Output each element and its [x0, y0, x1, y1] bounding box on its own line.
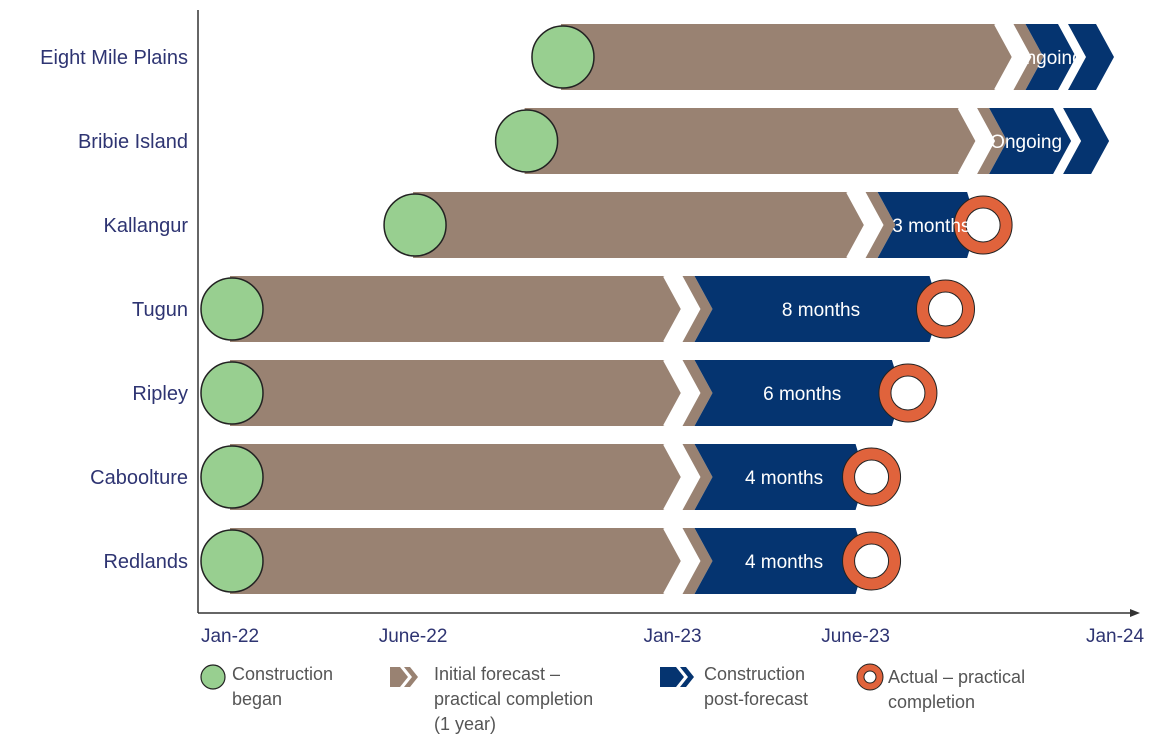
- site-label-kallangur: Kallangur: [103, 215, 188, 237]
- gap-chevron-redlands: [663, 527, 685, 595]
- initial-forecast-chevron-tugun: [682, 276, 713, 342]
- x-tick-label-jan-22: Jan-22: [201, 626, 259, 647]
- post-forecast-chevron-eight-mile-plains: [1068, 24, 1114, 90]
- post-forecast-label-eight-mile-plains: Ongoing: [1011, 48, 1083, 69]
- x-tick-label-june-22: June-22: [379, 626, 448, 647]
- initial-forecast-bar-tugun: [230, 276, 683, 342]
- x-tick-label-jan-23: Jan-23: [643, 626, 701, 647]
- post-forecast-bar-ripley: [694, 360, 902, 426]
- post-forecast-bar-kallangur: [877, 192, 978, 258]
- initial-forecast-chevron-caboolture: [682, 444, 713, 510]
- legend-label-initial-forecast-line-3: (1 year): [434, 714, 496, 734]
- legend-item-actual-completion: Actual – practical completion: [856, 663, 1025, 712]
- post-forecast-bar-bribie-island: [989, 108, 1072, 174]
- actual-completion-ring-hole-kallangur: [965, 207, 1001, 243]
- construction-began-circle-kallangur: [383, 193, 447, 257]
- legend-label-initial-forecast-line-1: Initial forecast –: [434, 664, 560, 684]
- actual-completion-ring-hole-caboolture: [854, 459, 890, 495]
- x-axis-arrowhead: [1130, 609, 1140, 617]
- site-label-caboolture: Caboolture: [90, 467, 188, 489]
- post-forecast-bar-caboolture: [694, 444, 866, 510]
- legend-label-construction-began-line-1: Construction: [232, 664, 333, 684]
- post-forecast-label-tugun: 8 months: [782, 300, 860, 321]
- post-forecast-label-kallangur: 3 months: [892, 216, 970, 237]
- initial-forecast-bar-caboolture: [230, 444, 683, 510]
- gap-chevron-tugun: [663, 275, 685, 343]
- initial-forecast-chevron-eight-mile-plains: [1013, 24, 1044, 90]
- construction-began-circle-redlands: [200, 529, 264, 593]
- legend-label-construction-began-line-2: began: [232, 689, 282, 709]
- post-forecast-chevron-bribie-island: [1063, 108, 1110, 174]
- construction-began-circle-tugun: [200, 277, 264, 341]
- post-forecast-bar-tugun: [694, 276, 940, 342]
- brown-chevron-icon-tail: [404, 667, 418, 687]
- gap-chevron-eight-mile-plains: [994, 23, 1016, 91]
- post-forecast-label-ripley: 6 months: [763, 384, 841, 405]
- actual-completion-ring-hole-tugun: [928, 291, 964, 327]
- actual-completion-ring-hole-redlands: [854, 543, 890, 579]
- gap-chevron-ripley: [663, 359, 685, 427]
- post-forecast-bar-eight-mile-plains: [1025, 24, 1076, 90]
- legend-item-post-forecast: Construction post-forecast: [660, 664, 808, 709]
- gap-chevron-caboolture: [663, 443, 685, 511]
- initial-forecast-bar-ripley: [230, 360, 683, 426]
- construction-began-circle-eight-mile-plains: [531, 25, 595, 89]
- site-label-bribie-island: Bribie Island: [78, 131, 188, 153]
- initial-forecast-chevron-bribie-island: [977, 108, 1008, 174]
- site-label-eight-mile-plains: Eight Mile Plains: [40, 47, 188, 69]
- legend-label-actual-completion-line-1: Actual – practical: [888, 667, 1025, 687]
- x-tick-label-june-23: June-23: [821, 626, 890, 647]
- initial-forecast-chevron-redlands: [682, 528, 713, 594]
- legend-item-initial-forecast: Initial forecast – practical completion (1…: [390, 664, 593, 734]
- post-forecast-label-caboolture: 4 months: [745, 468, 823, 489]
- brown-chevron-icon: [390, 667, 408, 687]
- site-label-redlands: Redlands: [103, 551, 188, 573]
- gap-chevron-kallangur: [846, 191, 868, 259]
- initial-forecast-chevron-kallangur: [865, 192, 896, 258]
- legend-label-post-forecast-line-2: post-forecast: [704, 689, 808, 709]
- orange-ring-icon-hole: [863, 670, 877, 684]
- legend-label-initial-forecast-line-2: practical completion: [434, 689, 593, 709]
- legend-item-construction-began: Construction began: [200, 664, 333, 709]
- actual-completion-ring-hole-ripley: [890, 375, 926, 411]
- post-forecast-label-redlands: 4 months: [745, 552, 823, 573]
- site-label-tugun: Tugun: [132, 299, 188, 321]
- green-circle-icon: [200, 664, 226, 690]
- construction-began-circle-caboolture: [200, 445, 264, 509]
- construction-began-circle-ripley: [200, 361, 264, 425]
- post-forecast-label-bribie-island: Ongoing: [990, 132, 1062, 153]
- post-forecast-bar-redlands: [694, 528, 866, 594]
- initial-forecast-bar-kallangur: [413, 192, 866, 258]
- construction-began-circle-bribie-island: [494, 109, 559, 173]
- initial-forecast-bar-bribie-island: [524, 108, 978, 174]
- blue-chevron-icon: [660, 667, 684, 687]
- gap-chevron-bribie-island: [957, 107, 979, 175]
- blue-chevron-icon-tail: [680, 667, 694, 687]
- initial-forecast-chevron-ripley: [682, 360, 713, 426]
- initial-forecast-bar-redlands: [230, 528, 683, 594]
- x-tick-label-jan-24: Jan-24: [1086, 626, 1145, 647]
- legend-label-post-forecast-line-1: Construction: [704, 664, 805, 684]
- initial-forecast-bar-eight-mile-plains: [560, 24, 1014, 90]
- legend-label-actual-completion-line-2: completion: [888, 692, 975, 712]
- site-label-ripley: Ripley: [132, 383, 188, 405]
